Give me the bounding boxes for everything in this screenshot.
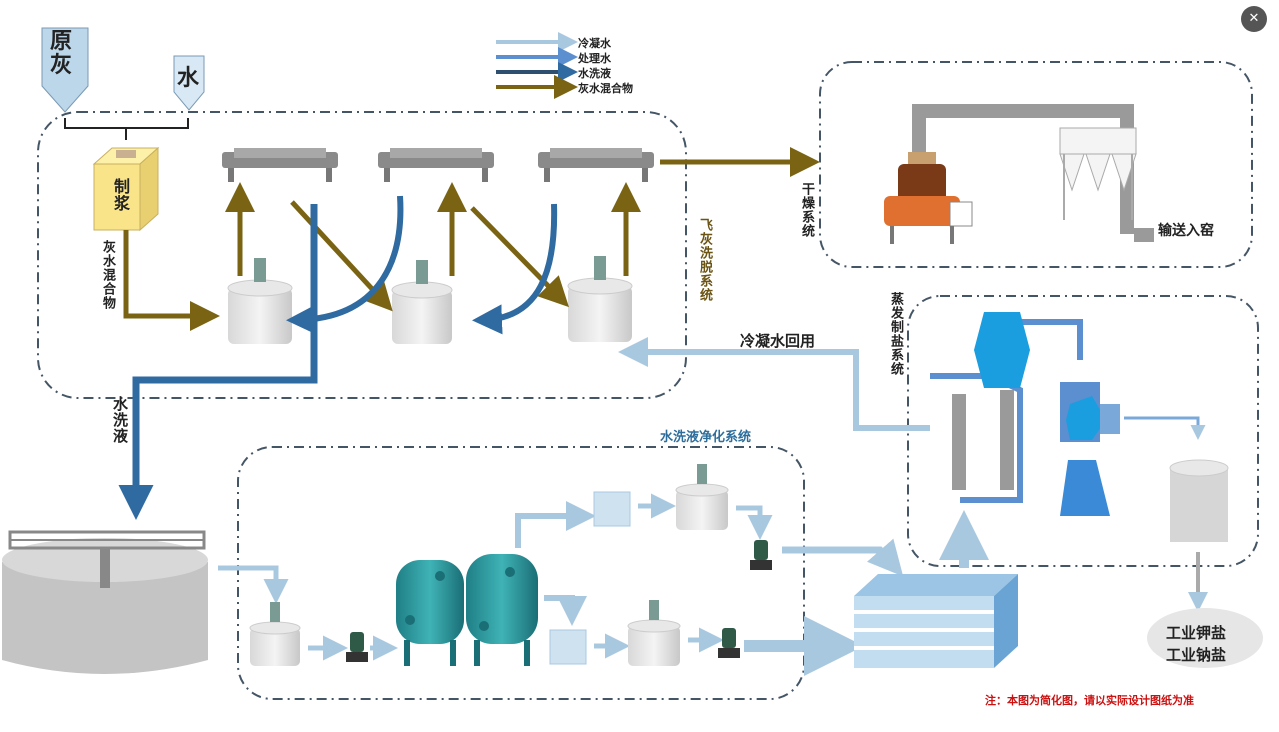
drying-system-label: 干燥系统 (799, 182, 814, 238)
centrifuge-1-icon (222, 148, 338, 182)
raw-ash-hopper-icon (41, 27, 89, 113)
condensate-return-flow (618, 337, 930, 431)
flow-to-pump-2 (736, 505, 773, 540)
ash-water-mix-label: 灰水混合物 (100, 240, 115, 310)
reactor-cube-2-icon (549, 629, 587, 665)
pump-2-icon (750, 540, 772, 570)
evaporation-boundary (907, 295, 1259, 567)
slurry-box-icon (93, 163, 141, 231)
membrane-unit-icon (854, 574, 1018, 668)
purification-boundary (237, 446, 805, 700)
legend-wash-label: 水洗液 (578, 67, 611, 80)
purify-tank-1-icon (249, 602, 301, 666)
wash-tank-1-icon (227, 258, 293, 344)
flow-to-salt-tank (1124, 416, 1206, 440)
wash-liquid-label: 水洗液 (111, 396, 129, 444)
centrifuge-3-icon (538, 148, 654, 182)
purify-tank-3-icon (627, 600, 681, 666)
water-label: 水 (177, 66, 200, 91)
purification-system-label: 水洗液净化系统 (660, 430, 752, 445)
centrifuge-2-icon (378, 148, 494, 182)
filter-vessel-1-icon (396, 560, 464, 666)
wash-liquid-return-2 (472, 203, 558, 335)
wash-liquid-main-flow (118, 204, 318, 520)
potassium-salt-label: 工业钾盐 (1166, 624, 1227, 642)
filter-vessel-2-icon (466, 554, 538, 666)
wash-tank-3-icon (567, 256, 633, 342)
dryer-icon (884, 104, 1154, 244)
note-label: 注：本图为简化图，请以实际设计图纸为准 (985, 694, 1194, 707)
evaporation-system-label: 蒸发制盐系统 (888, 292, 903, 376)
pump-3-icon (718, 628, 740, 658)
condensate-reuse-label: 冷凝水回用 (740, 332, 816, 350)
salt-tank-icon (1169, 459, 1229, 542)
to-kiln-label: 输送入窑 (1158, 223, 1214, 239)
salt-product-oval (1147, 608, 1263, 668)
clarifier-out-flow (218, 565, 289, 604)
evaporator-icon (930, 312, 1120, 516)
input-bracket (64, 118, 189, 140)
water-hopper-icon (173, 55, 205, 111)
fly-ash-washing-boundary (37, 111, 687, 399)
ash-mix-flow-1 (123, 230, 220, 331)
dust-collector-icon (1059, 127, 1137, 220)
slurry-label: 制浆 (111, 178, 130, 212)
wash-tank-2-icon (391, 260, 453, 344)
close-icon[interactable]: ✕ (1241, 6, 1267, 32)
drying-boundary (819, 61, 1253, 268)
raw-ash-label: 原灰 (50, 29, 73, 78)
flow-to-cube-2 (544, 595, 587, 626)
flow-to-membrane-1 (782, 538, 904, 577)
ash-mix-down-2 (470, 206, 569, 308)
fly-ash-washing-system-label: 飞灰洗脱系统 (697, 218, 712, 302)
reactor-cube-1-icon (593, 491, 631, 527)
purify-tank-2-icon (675, 464, 729, 530)
legend-condensate-label: 冷凝水 (578, 37, 611, 50)
sodium-salt-label: 工业钠盐 (1166, 646, 1227, 664)
ash-mix-down-1 (290, 200, 393, 312)
pump-1-icon (346, 632, 368, 662)
wash-liquid-return-1 (286, 195, 404, 335)
slurry-box-stirrer (116, 150, 136, 158)
legend-treated-label: 处理水 (578, 52, 611, 65)
clarifier-icon (2, 530, 208, 674)
flow-to-cube-1 (515, 501, 596, 548)
legend-ash-label: 灰水混合物 (578, 82, 633, 95)
